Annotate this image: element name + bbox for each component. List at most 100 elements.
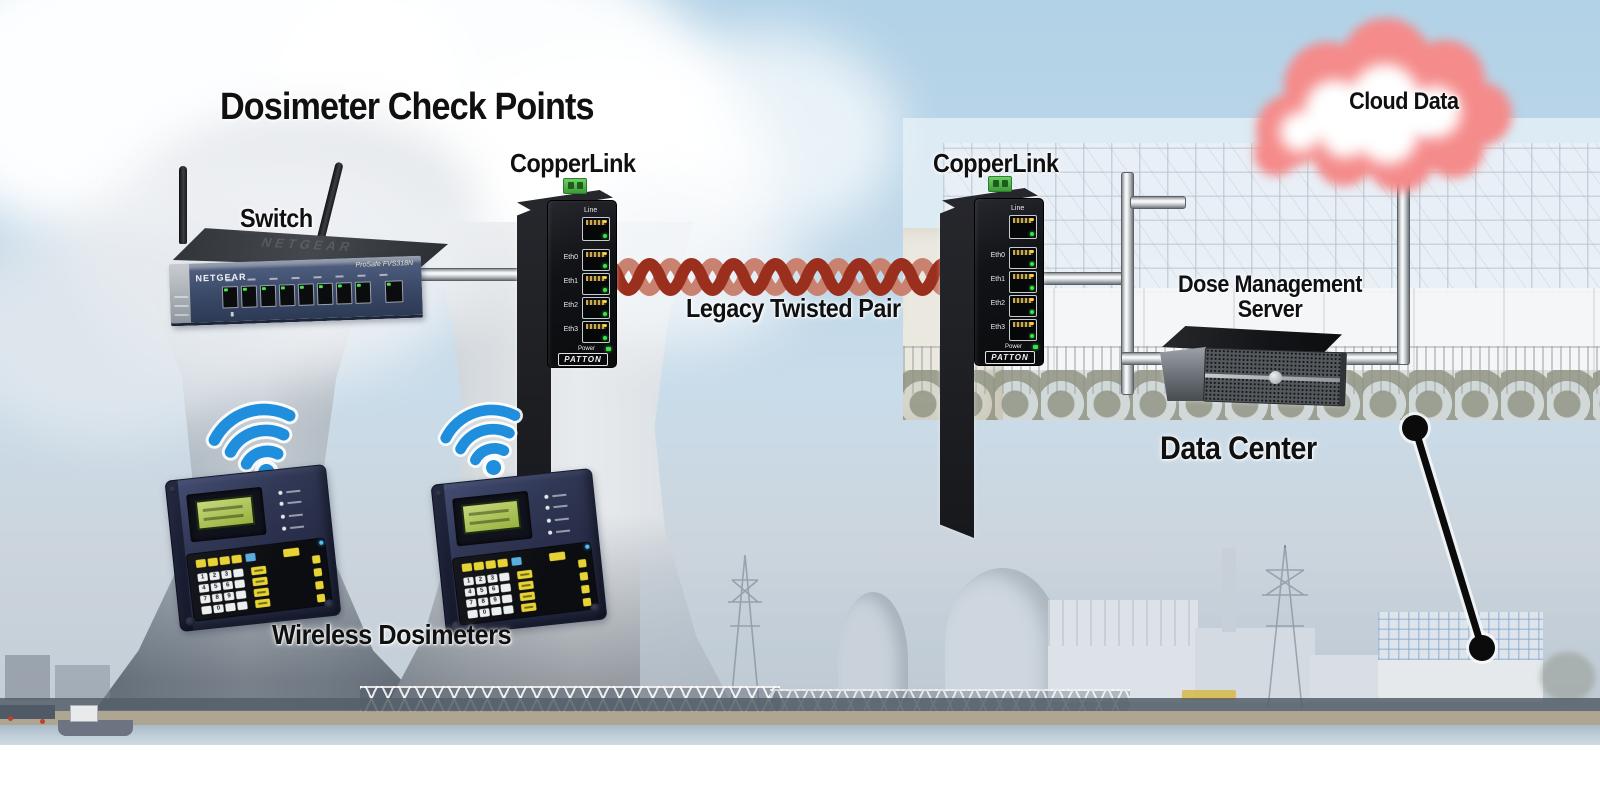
lcd-bezel <box>452 490 533 547</box>
menu-key <box>516 569 533 580</box>
pipe-riser <box>1121 172 1134 395</box>
eth-port <box>582 273 610 295</box>
keypad-key: 8 <box>477 597 489 607</box>
terminal-block <box>988 176 1012 192</box>
function-key <box>473 561 485 571</box>
eth-port <box>1009 271 1037 293</box>
line-port <box>1009 215 1037 239</box>
function-key <box>461 562 473 573</box>
trees <box>1540 652 1595 702</box>
datacenter-building-photo <box>1378 612 1543 702</box>
keypad-key <box>225 602 236 612</box>
ethernet-port <box>278 284 296 307</box>
port-label: Eth0 <box>990 252 1005 259</box>
device-front-panel: Line Eth0 Eth1 Eth2 Eth3 Power PATTON <box>974 198 1044 366</box>
keypad-key: 2 <box>475 575 487 585</box>
keypad-key: 1 <box>197 572 209 582</box>
jetty <box>0 705 55 719</box>
cloud-icon <box>1254 18 1512 192</box>
keypad-key: 8 <box>211 593 223 603</box>
twisted-pair-cable <box>591 258 960 296</box>
keypad-key <box>498 572 510 582</box>
dose-server-label-line1: Dose Management <box>1177 271 1363 298</box>
function-key <box>485 560 497 570</box>
port-label: Eth1 <box>563 278 578 285</box>
keypad-key: 1 <box>463 576 475 586</box>
server-edge <box>1339 353 1346 406</box>
keypad-key: 6 <box>488 584 500 594</box>
line-port <box>582 217 610 241</box>
keypad-key <box>234 579 246 589</box>
water <box>0 725 1600 745</box>
side-key <box>579 571 589 581</box>
ethernet-port <box>221 286 239 309</box>
side-key <box>581 584 590 594</box>
ethernet-port <box>316 282 334 306</box>
port-label: Eth2 <box>990 300 1005 307</box>
brand-logo: PATTON <box>558 353 608 366</box>
keypad-key: 3 <box>487 573 498 584</box>
ethernet-port <box>297 283 315 306</box>
pointer-line <box>1399 412 1498 664</box>
terminal-block <box>563 178 587 194</box>
industrial-silhouette <box>5 655 50 700</box>
port-label: Eth1 <box>990 276 1005 283</box>
keypad-key <box>467 609 479 619</box>
keypad-key <box>232 568 244 578</box>
lcd-bezel <box>186 486 267 543</box>
blue-key <box>511 556 523 566</box>
pipe-stub <box>1130 196 1186 209</box>
side-key <box>313 567 323 577</box>
rack-server <box>1150 320 1350 410</box>
copperlink-device-right: Line Eth0 Eth1 Eth2 Eth3 Power PATTON <box>928 170 1068 538</box>
keypad-key: 9 <box>223 591 235 601</box>
port-label: Eth3 <box>990 324 1005 331</box>
eth-port <box>582 297 610 319</box>
dose-server-label: Dose Management Server <box>1160 272 1380 322</box>
side-key <box>315 580 324 590</box>
switch-status-leds <box>173 289 189 317</box>
side-key <box>311 554 321 564</box>
keypad-key: 7 <box>199 594 211 604</box>
port-label: Eth0 <box>563 254 578 261</box>
truck <box>1182 690 1236 701</box>
cloud-data-label: Cloud Data <box>1349 88 1459 115</box>
keypad-key <box>201 605 213 615</box>
blue-led <box>585 544 590 549</box>
data-center-label: Data Center <box>1160 430 1317 466</box>
function-key <box>231 554 243 564</box>
page-title: Dosimeter Check Points <box>220 86 595 128</box>
keypad-key: 3 <box>221 569 232 580</box>
eth-port <box>1009 247 1037 269</box>
dosimeter-device-right: 1 2 3 4 5 6 7 8 9 0 <box>430 467 608 637</box>
port-label-strip <box>225 273 396 282</box>
keypad-key: 7 <box>465 598 477 608</box>
power-led <box>1033 345 1038 349</box>
lcd-screen <box>460 498 522 535</box>
plant-building <box>1310 655 1390 702</box>
chimney <box>1222 548 1236 632</box>
switch-brand: NETGEAR <box>195 271 247 284</box>
keypad-key <box>235 590 247 600</box>
wifi-icon <box>437 401 523 479</box>
switch-top-brand: NETGEAR <box>259 234 357 255</box>
white-margin <box>0 745 1600 799</box>
port-label: Eth2 <box>563 302 578 309</box>
blue-led <box>319 540 324 545</box>
keypad-key <box>491 606 502 616</box>
dosimeter-device-left: 1 2 3 4 5 6 7 8 9 0 <box>164 463 342 633</box>
lcd-screen <box>194 494 256 531</box>
eth-port <box>582 249 610 271</box>
copperlink-left-label: CopperLink <box>510 148 636 178</box>
menu-key <box>252 576 269 587</box>
port-number: 8 <box>230 312 235 319</box>
eth-port <box>582 321 610 343</box>
ship <box>58 720 133 736</box>
menu-key <box>253 587 270 598</box>
function-key <box>219 556 231 566</box>
option-key <box>548 551 566 562</box>
keypad-key: 5 <box>210 582 222 592</box>
power-label: Power <box>1005 344 1023 350</box>
menu-key <box>520 602 537 613</box>
